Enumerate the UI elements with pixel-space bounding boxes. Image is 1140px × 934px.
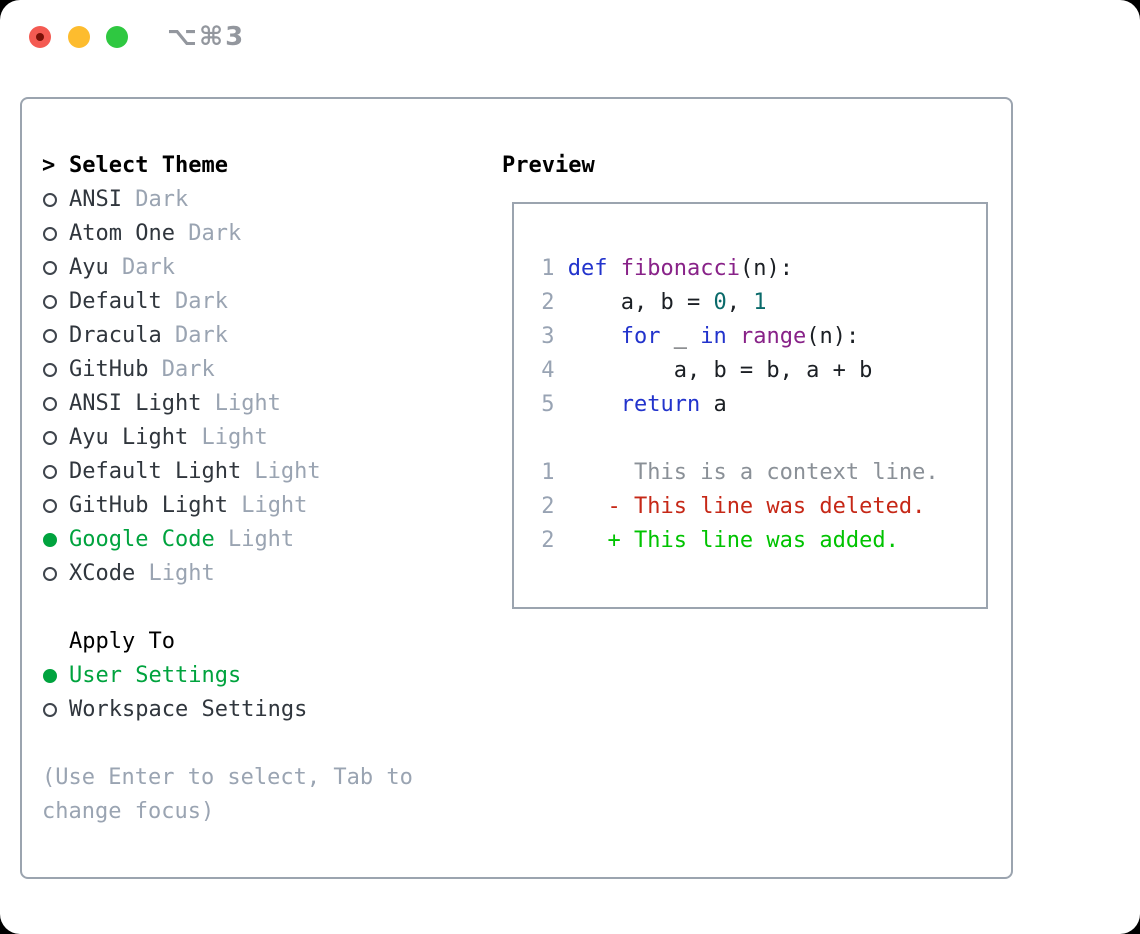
code-line: 1 This is a context line. (528, 460, 939, 485)
radio-icon (42, 431, 69, 445)
apply-to-heading-label: Apply To (69, 629, 175, 654)
code-preview: 1 def fibonacci(n): 2 a, b = 0, 1 3 for … (528, 252, 986, 558)
option-label: Ayu Light (69, 425, 189, 450)
code-line: 2 + This line was added. (528, 528, 899, 553)
radio-icon (42, 397, 69, 411)
apply-to-heading: Apply To (42, 625, 413, 659)
select-theme-heading: > Select Theme (42, 149, 413, 183)
option-label: ANSI (69, 187, 122, 212)
option-label: XCode (69, 561, 136, 586)
option-label: Atom One (69, 221, 175, 246)
radio-icon (42, 261, 69, 275)
theme-option-atom-one[interactable]: Atom One Dark (42, 217, 413, 251)
preview-code-box: 1 def fibonacci(n): 2 a, b = 0, 1 3 for … (512, 202, 988, 609)
keyboard-hint-text: (Use Enter to select, Tab to (42, 765, 413, 790)
option-variant-label: Light (227, 493, 308, 518)
radio-icon (42, 703, 69, 717)
radio-icon (42, 499, 69, 513)
code-blank-line (528, 422, 986, 456)
theme-option-github[interactable]: GitHub Dark (42, 353, 413, 387)
theme-option-default[interactable]: Default Dark (42, 285, 413, 319)
option-variant-label: Light (135, 561, 215, 586)
code-line: 3 for _ in range(n): (528, 324, 860, 349)
radio-selected-icon (42, 669, 69, 683)
theme-option-ayu[interactable]: Ayu Dark (42, 251, 413, 285)
option-variant-label: Dark (174, 221, 242, 246)
theme-option-xcode[interactable]: XCode Light (42, 557, 413, 591)
keyboard-hint: (Use Enter to select, Tab to change focus… (42, 761, 413, 829)
radio-selected-icon (42, 533, 69, 547)
option-label: Workspace Settings (69, 697, 308, 722)
radio-icon (42, 193, 69, 207)
theme-option-dracula[interactable]: Dracula Dark (42, 319, 413, 353)
theme-option-google-code[interactable]: Google Code Light (42, 523, 413, 557)
option-label: Dracula (69, 323, 162, 348)
apply-option-workspace-settings[interactable]: Workspace Settings (42, 693, 413, 727)
option-variant-label: Dark (148, 357, 215, 382)
option-label: Default (69, 289, 162, 314)
apply-option-user-settings[interactable]: User Settings (42, 659, 413, 693)
spacer (42, 727, 413, 761)
option-label: GitHub (69, 357, 149, 382)
close-button[interactable] (29, 26, 51, 48)
option-label: Ayu (69, 255, 109, 280)
theme-option-ayu-light[interactable]: Ayu Light Light (42, 421, 413, 455)
option-variant-label: Dark (108, 255, 175, 280)
option-variant-label: Light (201, 391, 281, 416)
theme-option-ansi-light[interactable]: ANSI Light Light (42, 387, 413, 421)
code-line: 2 - This line was deleted. (528, 494, 926, 519)
option-variant-label: Light (214, 527, 295, 552)
option-variant-label: Light (241, 459, 321, 484)
radio-icon (42, 295, 69, 309)
zoom-button[interactable] (106, 26, 128, 48)
radio-icon (42, 567, 69, 581)
radio-icon (42, 227, 69, 241)
radio-icon (42, 329, 69, 343)
option-label: Google Code (69, 527, 215, 552)
radio-icon (42, 363, 69, 377)
code-line: 5 return a (528, 392, 727, 417)
select-theme-heading-label: Select Theme (69, 153, 228, 178)
option-variant-label: Light (188, 425, 268, 450)
focus-caret-icon: > (42, 153, 56, 178)
spacer (42, 591, 413, 625)
option-variant-label: Dark (121, 187, 189, 212)
minimize-button[interactable] (68, 26, 90, 48)
option-label: User Settings (69, 663, 242, 688)
preview-heading: Preview (502, 153, 595, 178)
theme-option-ansi[interactable]: ANSI Dark (42, 183, 413, 217)
code-line: 1 def fibonacci(n): (528, 256, 793, 281)
option-label: ANSI Light (69, 391, 202, 416)
theme-option-github-light[interactable]: GitHub Light Light (42, 489, 413, 523)
option-label: Default Light (69, 459, 242, 484)
radio-icon (42, 465, 69, 479)
window-title-shortcut: ⌥⌘3 (167, 22, 246, 52)
keyboard-hint-text: change focus) (42, 799, 215, 824)
theme-option-default-light[interactable]: Default Light Light (42, 455, 413, 489)
option-variant-label: Dark (161, 323, 228, 348)
option-label: GitHub Light (69, 493, 228, 518)
code-line: 2 a, b = 0, 1 (528, 290, 767, 315)
option-variant-label: Dark (161, 289, 228, 314)
code-line: 4 a, b = b, a + b (528, 358, 873, 383)
